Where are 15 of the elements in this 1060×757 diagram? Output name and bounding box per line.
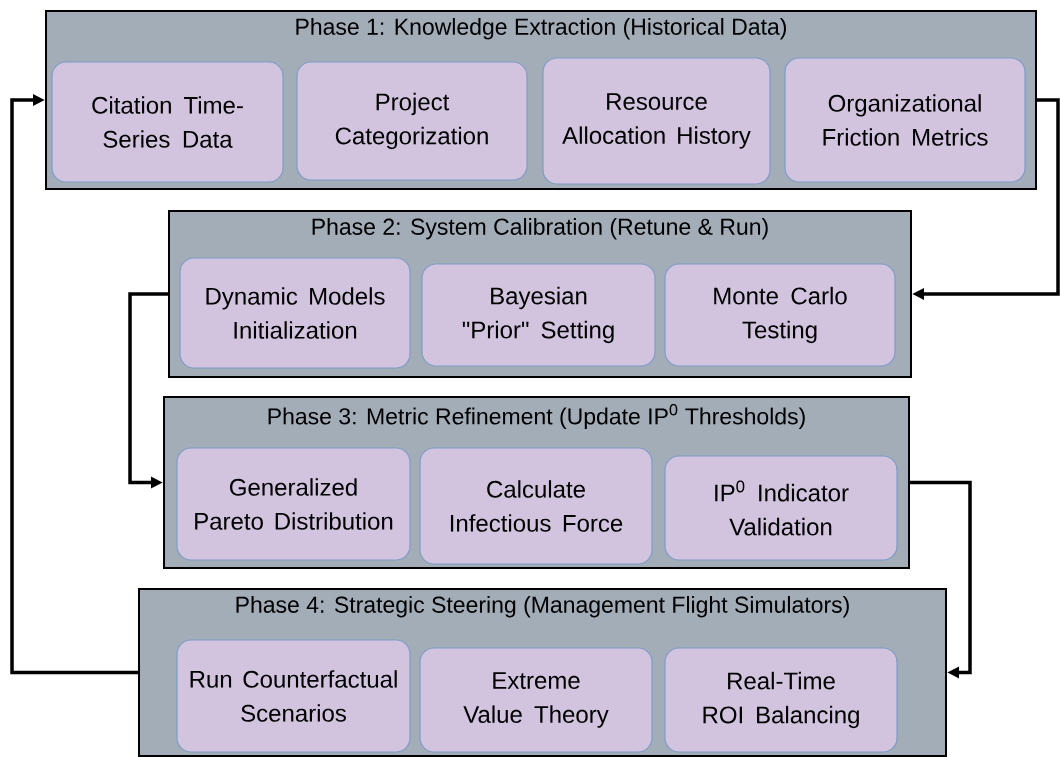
step-box: Citation Time-Series Data xyxy=(51,61,284,183)
step-box: Project Categorization xyxy=(296,61,528,181)
step-box: Extreme Value Theory xyxy=(419,647,653,753)
step-box: Calculate Infectious Force xyxy=(419,447,653,565)
step-box: Generalized Pareto Distribution xyxy=(176,447,411,561)
step-box: Dynamic Models Initialization xyxy=(179,257,411,369)
step-box: Run Counterfactual Scenarios xyxy=(176,639,411,753)
step-box: Organizational Friction Metrics xyxy=(784,57,1026,183)
step-box: Bayesian "Prior" Setting xyxy=(421,263,656,367)
step-box: Real-Time ROI Balancing xyxy=(664,647,898,753)
step-box: Resource Allocation History xyxy=(542,57,771,185)
connector-arrow xyxy=(910,480,972,679)
connector-arrow xyxy=(10,94,138,675)
step-box: IP$^{0}$ Indicator Validation xyxy=(664,455,898,561)
step-box: Monte Carlo Testing xyxy=(664,263,896,367)
